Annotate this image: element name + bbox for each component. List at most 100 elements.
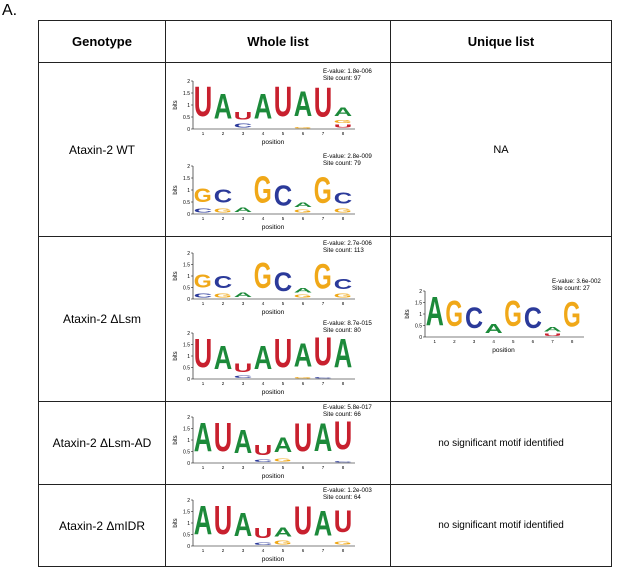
x-axis-label: position	[262, 556, 285, 563]
logo-letter-a: A	[334, 106, 352, 119]
x-tick-label: 4	[262, 548, 265, 553]
x-tick-label: 2	[222, 216, 225, 221]
x-tick-label: 8	[342, 301, 345, 306]
x-tick-label: 4	[262, 216, 265, 221]
x-tick-label: 2	[222, 548, 225, 553]
y-tick-label: 1	[187, 521, 190, 527]
evalue-text: E-value: 5.8e-017	[323, 404, 372, 411]
logo-letter-g: G	[294, 209, 312, 214]
logo-letter-g: G	[294, 377, 312, 379]
logo-letter-g: G	[194, 272, 212, 293]
logo-letter-u: U	[334, 414, 352, 458]
logo-letter-g: G	[294, 294, 312, 299]
x-tick-label: 1	[202, 216, 205, 221]
x-axis-label: position	[492, 347, 515, 354]
y-axis-label: bits	[173, 351, 179, 360]
logo-letter-a: A	[314, 417, 332, 461]
x-tick-label: 1	[202, 465, 205, 470]
x-tick-label: 6	[302, 465, 305, 470]
x-tick-label: 8	[342, 465, 345, 470]
logo-letter-g: G	[254, 167, 272, 211]
y-tick-label: 0.5	[183, 450, 190, 456]
logo-letter-g: G	[314, 169, 332, 211]
y-tick-label: 1.5	[183, 510, 190, 516]
y-tick-label: 1	[187, 188, 190, 194]
x-tick-label: 1	[202, 381, 205, 386]
logo-letter-g: G	[334, 119, 352, 124]
x-tick-label: 4	[262, 381, 265, 386]
logo-letter-c: C	[465, 301, 483, 334]
header-genotype: Genotype	[38, 20, 166, 63]
y-tick-label: 1.5	[183, 176, 190, 182]
y-tick-label: 1.5	[183, 91, 190, 97]
y-tick-label: 1	[187, 103, 190, 109]
panel-label: A.	[2, 2, 18, 19]
evalue-text: E-value: 1.2e-003	[323, 487, 372, 494]
logo-letter-u: U	[274, 79, 292, 126]
genotype-cell: Ataxin-2 ΔmIDR	[38, 484, 166, 567]
logo-letter-g: G	[274, 458, 292, 463]
y-tick-label: 2	[187, 331, 190, 337]
logo-letter-c: C	[334, 276, 352, 292]
y-axis-label: bits	[173, 185, 179, 194]
logo-letter-a: A	[294, 287, 312, 294]
y-tick-label: 2	[187, 251, 190, 257]
evalue-text: E-value: 2.7e-006	[323, 240, 372, 247]
logo-letter-a: A	[274, 526, 292, 540]
logo-letter-g: G	[314, 258, 332, 297]
y-tick-label: 0.5	[183, 115, 190, 121]
logo-letter-u: U	[254, 526, 272, 542]
logo-letter-u: U	[334, 505, 352, 540]
x-tick-label: 5	[282, 301, 285, 306]
x-tick-label: 6	[302, 381, 305, 386]
logo-letter-c: C	[274, 266, 292, 297]
logo-letter-c: C	[524, 301, 542, 334]
y-tick-label: 0	[187, 544, 190, 550]
logo-letter-a: A	[234, 206, 252, 213]
x-tick-label: 3	[242, 216, 245, 221]
site-count-text: Site count: 113	[323, 247, 364, 254]
y-tick-label: 1.5	[183, 263, 190, 269]
y-tick-label: 0	[187, 127, 190, 133]
site-count-text: Site count: 66	[323, 411, 361, 418]
x-tick-label: 3	[242, 301, 245, 306]
y-tick-label: 0	[419, 335, 422, 341]
x-tick-label: 4	[492, 339, 495, 344]
logo-letter-c: C	[234, 375, 252, 378]
y-tick-label: 1.5	[183, 427, 190, 433]
logo-letter-c: C	[234, 122, 252, 128]
logo-letter-g: G	[445, 294, 463, 335]
logo-letter-g: G	[294, 126, 312, 128]
x-tick-label: 2	[222, 465, 225, 470]
evalue-text: E-value: 1.8e-006	[323, 68, 372, 75]
x-tick-label: 6	[302, 548, 305, 553]
logo-letter-u: U	[294, 417, 312, 461]
y-tick-label: 2	[187, 498, 190, 504]
x-axis-label: position	[262, 139, 285, 146]
logo-letter-c: C	[194, 207, 212, 213]
x-tick-label: 2	[453, 339, 456, 344]
motif-table: Genotype Whole list Unique list Ataxin-2…	[38, 20, 612, 567]
logo-letter-g: G	[274, 540, 292, 546]
x-tick-label: 6	[532, 339, 535, 344]
logo-letter-g: G	[214, 207, 232, 213]
logo-letter-g: G	[254, 256, 272, 297]
logo-letter-a: A	[334, 331, 352, 377]
y-tick-label: 1.5	[183, 343, 190, 349]
logo-letter-a: A	[194, 415, 212, 461]
logo-letter-u: U	[254, 443, 272, 459]
logo-letter-a: A	[314, 503, 332, 543]
y-tick-label: 0	[187, 377, 190, 383]
genotype-cell: Ataxin-2 ΔLsm	[38, 236, 166, 402]
x-tick-label: 7	[551, 339, 554, 344]
logo-letter-c: C	[274, 180, 292, 212]
y-tick-label: 2	[187, 164, 190, 170]
x-tick-label: 7	[322, 381, 325, 386]
x-tick-label: 5	[282, 216, 285, 221]
